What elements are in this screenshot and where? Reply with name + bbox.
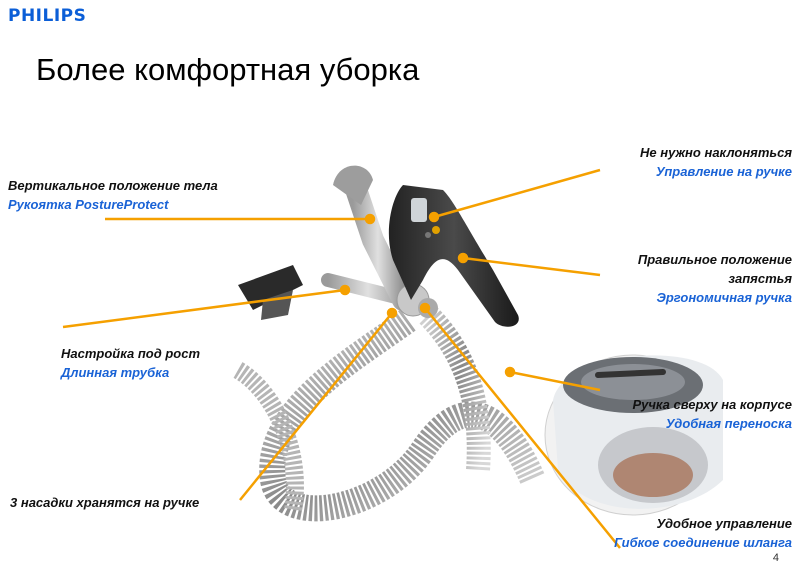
callout-title-line-1: Правильное положение [637,252,792,267]
callout-subtitle: Рукоятка PostureProtect [8,197,169,212]
callout-wrist: Правильное положение запястья Эргономичн… [638,250,792,307]
philips-logo: PHILIPS [8,6,87,26]
vacuum-cleaner-image [233,165,723,522]
callout-title: Ручка сверху на корпусе [632,397,792,412]
callout-nozzles: 3 насадки хранятся на ручке [10,493,199,512]
callout-subtitle: Длинная трубка [61,365,170,380]
callout-no-bend: Не нужно наклоняться Управление на ручке [640,143,792,181]
callout-subtitle: Удобная переноска [665,416,792,431]
callout-title: Удобное управление [656,516,792,531]
callout-height: Настройка под рост Длинная трубка [61,344,200,382]
callout-title: Настройка под рост [61,346,201,361]
page-number: 4 [772,552,779,564]
callout-subtitle: Управление на ручке [655,164,792,179]
callout-title: Вертикальное положение тела [8,178,218,193]
slide-title: Более комфортная уборка [36,52,420,87]
callout-title: 3 насадки хранятся на ручке [10,495,200,510]
callout-title: Не нужно наклоняться [640,145,792,160]
callout-control: Удобное управление Гибкое соединение шла… [614,514,792,552]
callout-subtitle: Эргономичная ручка [656,290,792,305]
callout-carry: Ручка сверху на корпусе Удобная переноск… [632,395,792,433]
callout-subtitle: Гибкое соединение шланга [614,535,792,550]
callout-title-line-2: запястья [728,271,792,286]
callout-posture: Вертикальное положение тела Рукоятка Pos… [8,176,218,214]
